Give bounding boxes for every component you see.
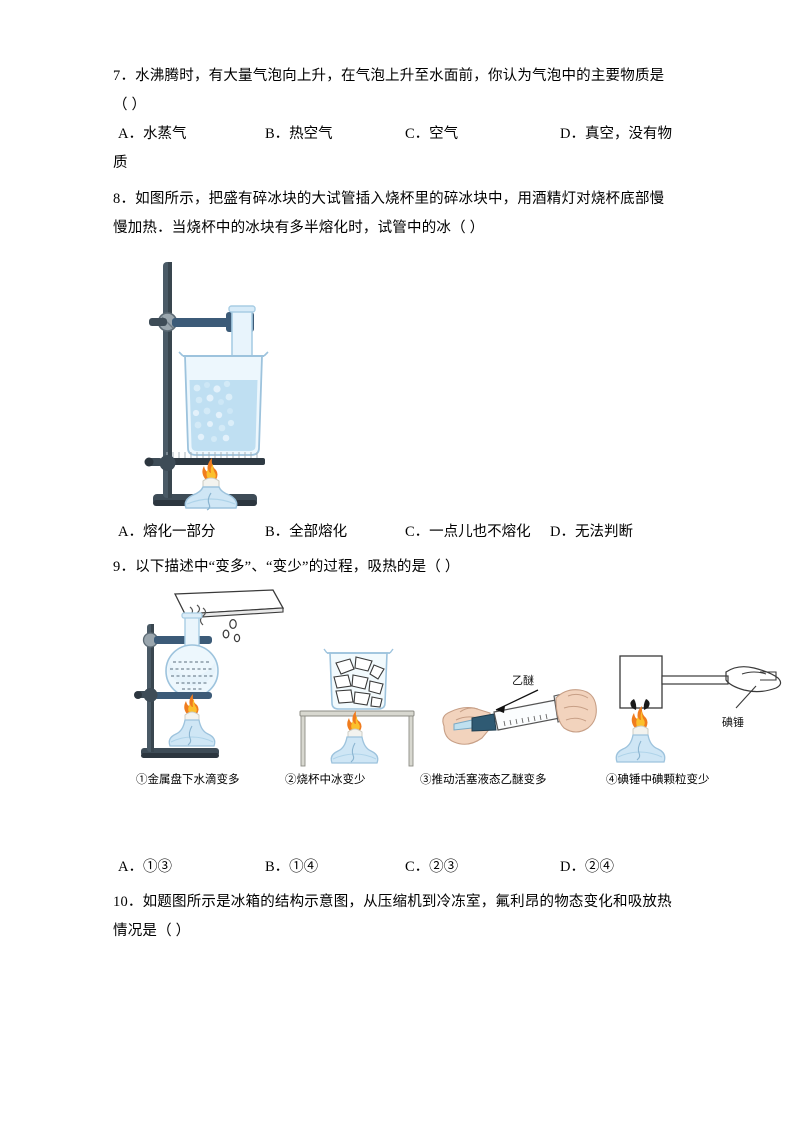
question-9-figure-3: 乙醚 [438, 668, 598, 768]
question-7-options: A．水蒸气 B．热空气 C．空气 D．真空，没有物 [113, 120, 753, 149]
question-9-line-1: 9．以下描述中“变多”、“变少”的过程，吸热的是（ ） [113, 559, 460, 575]
question-7-option-d-wrap: 质 [113, 155, 128, 171]
question-8-options: A．熔化一部分 B．全部熔化 C．一点儿也不熔化 D．无法判断 [113, 518, 753, 547]
question-9-figure-2 [296, 635, 421, 770]
question-7-option-c[interactable]: C．空气 [405, 126, 459, 142]
question-10-line-2: 情况是（ ） [113, 923, 191, 939]
figure-1-caption: ①金属盘下水滴变多 [136, 774, 240, 786]
figure-2-caption: ②烧杯中冰变少 [285, 774, 366, 786]
question-8-figure [139, 252, 271, 512]
question-9-figure-1 [133, 588, 298, 768]
question-7-stem: 7．水沸腾时，有大量气泡向上升，在气泡上升至水面前，你认为气泡中的主要物质是 （… [113, 62, 713, 120]
question-7-option-b[interactable]: B．热空气 [265, 126, 333, 142]
question-9-option-b[interactable]: B．①④ [265, 859, 319, 875]
iodine-hammer-label: 碘锤 [722, 715, 744, 729]
question-10-line-1: 10．如题图所示是冰箱的结构示意图，从压缩机到冷冻室，氟利昂的物态变化和吸放热 [113, 894, 672, 910]
question-8-option-b[interactable]: B．全部熔化 [265, 524, 348, 540]
figure-4-caption: ④碘锤中碘颗粒变少 [606, 774, 710, 786]
question-7-line-1: 7．水沸腾时，有大量气泡向上升，在气泡上升至水面前，你认为气泡中的主要物质是 [113, 68, 665, 84]
question-9-options: A．①③ B．①④ C．②③ D．②④ [113, 853, 753, 882]
question-9-option-c[interactable]: C．②③ [405, 859, 459, 875]
question-8-option-c[interactable]: C．一点儿也不熔化 [405, 524, 531, 540]
question-8-line-1: 8．如图所示，把盛有碎冰块的大试管插入烧杯里的碎冰块中，用酒精灯对烧杯底部慢 [113, 191, 665, 207]
question-8-option-a[interactable]: A．熔化一部分 [118, 524, 216, 540]
ether-label: 乙醚 [512, 673, 534, 687]
question-7-options-wrap: 质 [113, 149, 713, 178]
question-8-line-2: 慢加热．当烧杯中的冰块有多半熔化时，试管中的冰（ ） [113, 220, 485, 236]
question-9-option-a[interactable]: A．①③ [118, 859, 172, 875]
question-9-stem: 9．以下描述中“变多”、“变少”的过程，吸热的是（ ） [113, 553, 713, 582]
question-7-option-a[interactable]: A．水蒸气 [118, 126, 187, 142]
question-7-line-2: （ ） [113, 97, 147, 113]
question-8-option-d[interactable]: D．无法判断 [550, 524, 633, 540]
question-10-stem: 10．如题图所示是冰箱的结构示意图，从压缩机到冷冻室，氟利昂的物态变化和吸放热 … [113, 888, 713, 946]
question-7-option-d[interactable]: D．真空，没有物 [560, 126, 672, 142]
question-9-figure-4: 碘锤 [610, 650, 790, 770]
question-9-option-d[interactable]: D．②④ [560, 859, 614, 875]
figure-3-caption: ③推动活塞液态乙醚变多 [420, 774, 547, 786]
question-8-stem: 8．如图所示，把盛有碎冰块的大试管插入烧杯里的碎冰块中，用酒精灯对烧杯底部慢 慢… [113, 185, 713, 243]
question-9-captions: ①金属盘下水滴变多 ②烧杯中冰变少 ③推动活塞液态乙醚变多 ④碘锤中碘颗粒变少 [136, 770, 776, 790]
